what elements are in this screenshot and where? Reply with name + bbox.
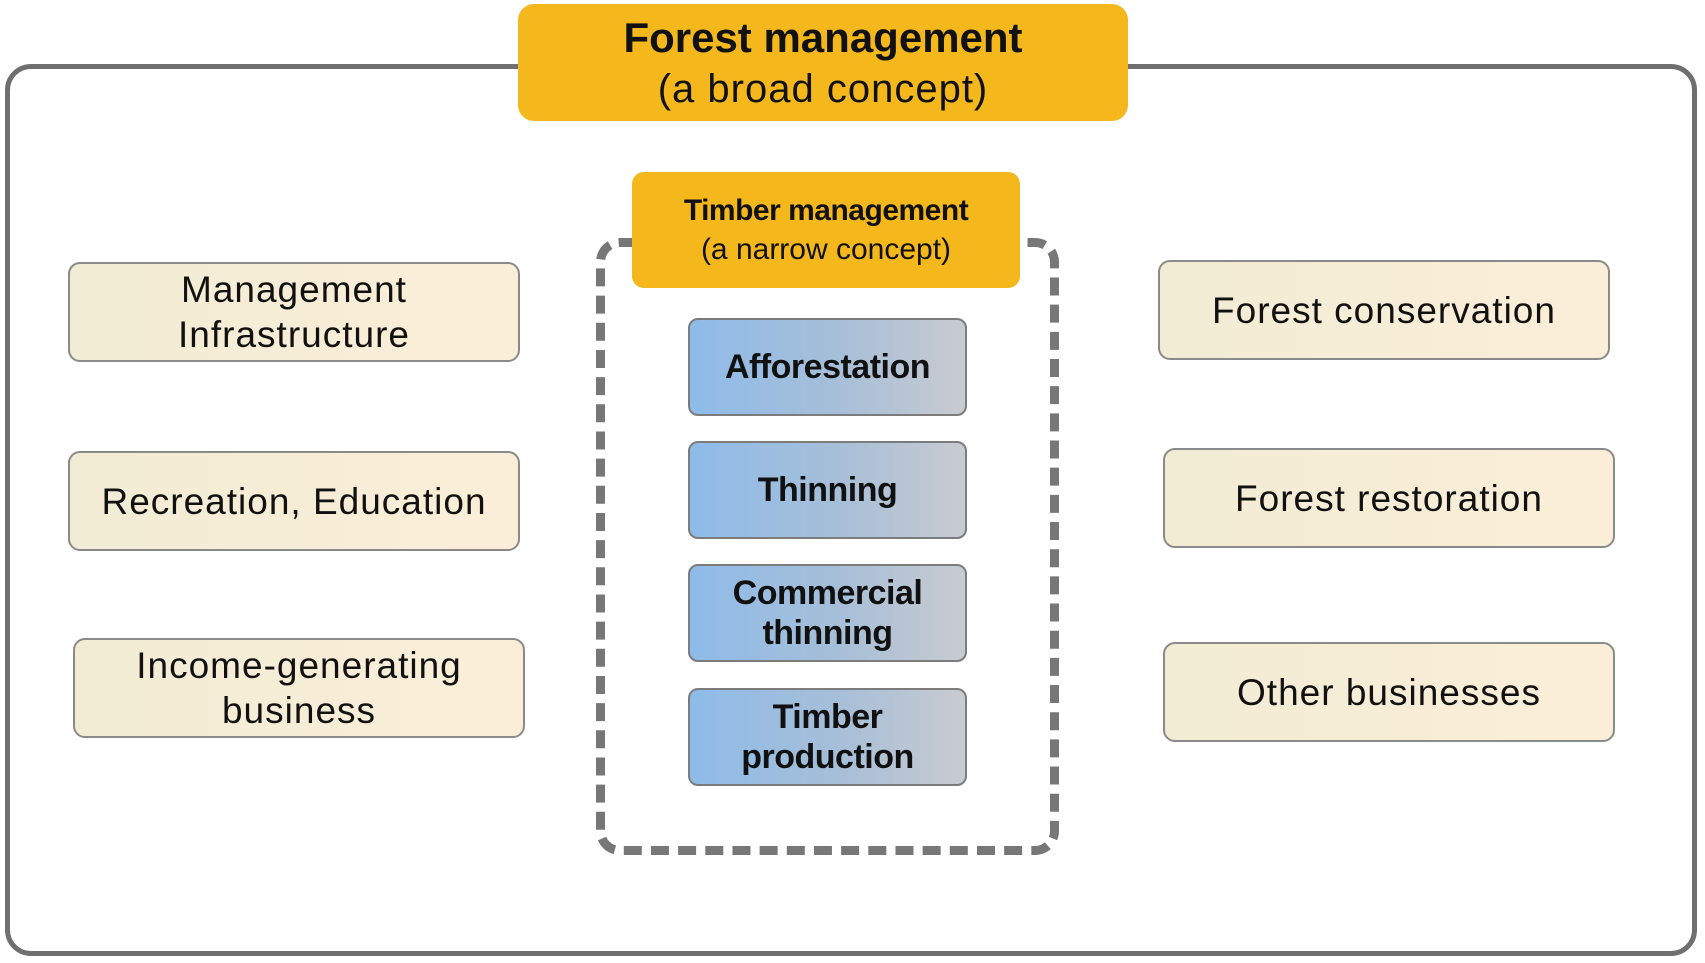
timber-title-sub-label: (a narrow concept) <box>700 233 952 266</box>
right-item-forest-restoration: Forest restoration <box>1163 448 1615 548</box>
timber-title-main-label: Timber management <box>683 194 969 227</box>
title-sub-label: (a broad concept) <box>657 66 989 111</box>
left-item-recreation-education: Recreation, Education <box>68 451 520 551</box>
activity-thinning: Thinning <box>688 441 967 539</box>
activity-commercial-thinning: Commercial thinning <box>688 564 967 662</box>
left-item-income-generating-business: Income-generating business <box>73 638 525 738</box>
right-item-forest-conservation: Forest conservation <box>1158 260 1610 360</box>
activity-afforestation: Afforestation <box>688 318 967 416</box>
forest-management-title: Forest management (a broad concept) <box>518 4 1128 121</box>
timber-management-title: Timber management (a narrow concept) <box>632 172 1020 288</box>
left-item-management-infrastructure: Management Infrastructure <box>68 262 520 362</box>
right-item-other-businesses: Other businesses <box>1163 642 1615 742</box>
activity-timber-production: Timber production <box>688 688 967 786</box>
title-main-label: Forest management <box>623 13 1023 61</box>
